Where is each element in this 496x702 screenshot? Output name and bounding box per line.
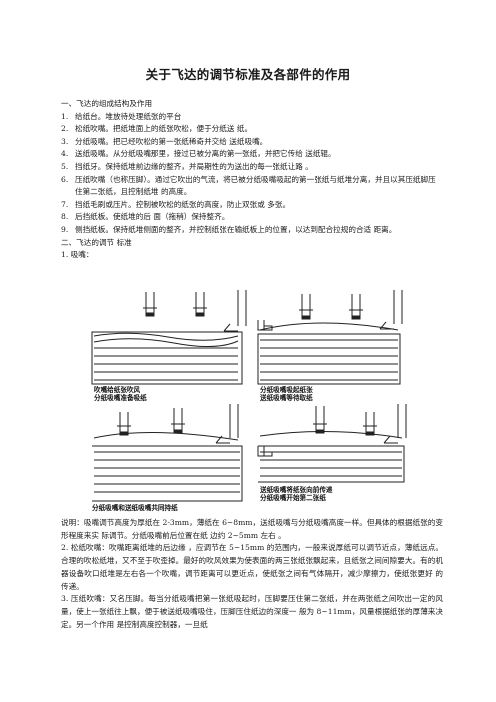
list-item: 3.分纸吸嘴。把已经吹松的第一张纸稀奇并交给 送纸吸嘴。 — [61, 136, 268, 146]
panel-forward-transfer — [257, 404, 407, 483]
caption-forward: 送纸吸嘴将纸张向前传递 — [259, 485, 333, 494]
caption-joint: 分纸吸嘴和送纸吸嘴共同持纸 — [92, 503, 178, 512]
note-paragraph: 说明：吸嘴调节高度为厚纸在 2-3mm，薄纸在 6~8mm，送纸吸嘴与分纸吸嘴高… — [61, 518, 443, 540]
list-item: 7.挡纸毛刷或压片。控制被吹松的纸张的高度，防止双张或 多张。 — [61, 199, 291, 209]
caption-second: 分纸吸嘴开始第二张纸 — [260, 493, 326, 502]
caption-lift: 分纸吸嘴吸起纸张 — [260, 385, 313, 394]
list-item: 2.松纸吹嘴。把纸堆面上的纸张吹松，便于分纸送 纸。 — [61, 124, 253, 134]
adjustment-notes: 说明：吸嘴调节高度为厚纸在 2-3mm，薄纸在 6~8mm，送纸吸嘴与分纸吸嘴高… — [61, 517, 443, 631]
diagram-svg: 吹嘴给纸张吹风 分纸吸嘴准备吸纸 分纸吸嘴吸起纸张 送纸吸嘴等待取纸 分纸吸嘴和… — [91, 290, 407, 512]
suction-nozzle-diagram: 吹嘴给纸张吹风 分纸吸嘴准备吸纸 分纸吸嘴吸起纸张 送纸吸嘴等待取纸 分纸吸嘴和… — [88, 286, 414, 514]
panel-blowing — [91, 290, 247, 385]
list-item: 1.给纸台。堆放待处理纸张的平台 — [61, 111, 182, 121]
list-item: 5.挡纸牙。保持纸堆前边缘的整齐，并局期性的为送出的每一张纸让路 。 — [61, 161, 313, 171]
panel-joint-hold — [92, 404, 243, 502]
panel-lift-sheet — [257, 290, 403, 385]
list-item: 4.送纸吸嘴。从分纸吸嘴那里，接过已被分离的第一张纸，并把它传给 送纸辊。 — [61, 149, 336, 159]
caption-wait: 送纸吸嘴等待取纸 — [259, 393, 313, 402]
subsection-heading: 1. 吸嘴： — [61, 250, 94, 260]
caption-blowing: 吹嘴给纸张吹风 — [94, 385, 141, 394]
page-title: 关于飞达的调节标准及各部件的作用 — [145, 67, 351, 82]
note-paragraph: 3. 压纸吹嘴：又名压脚。每当分纸吸嘴把第一张纸吸起时，压脚要压住第二张纸，并在… — [61, 594, 443, 629]
list-item: 8.后挡纸板。使纸堆的后 面（拖稍）保持整齐。 — [61, 212, 230, 222]
parts-list: 1.给纸台。堆放待处理纸张的平台 2.松纸吹嘴。把纸堆面上的纸张吹松，便于分纸送… — [61, 111, 441, 237]
list-item: 6.压纸吹嘴（也称压脚）。通过它吹出的气流，将已被分纸吸嘴吸起的第一张纸与纸堆分… — [61, 174, 436, 197]
caption-ready: 分纸吸嘴准备吸纸 — [94, 393, 147, 402]
list-item: 9.侧挡纸板。保持纸堆侧面的整齐，并控制纸张在输纸板上的位置，以达到配合拉规的合… — [61, 224, 397, 234]
section-heading: 一、飞达的组成结构及作用 — [61, 99, 153, 108]
note-paragraph: 2. 松纸吹嘴：吹嘴距离纸堆的后边缘 ，应调节在 5~15mm 的范围内，一般来… — [61, 543, 443, 591]
section-structure: 一、飞达的组成结构及作用 1.给纸台。堆放待处理纸张的平台 2.松纸吹嘴。把纸堆… — [61, 98, 441, 262]
section-heading: 二、飞达的调节 标准 — [61, 237, 132, 247]
